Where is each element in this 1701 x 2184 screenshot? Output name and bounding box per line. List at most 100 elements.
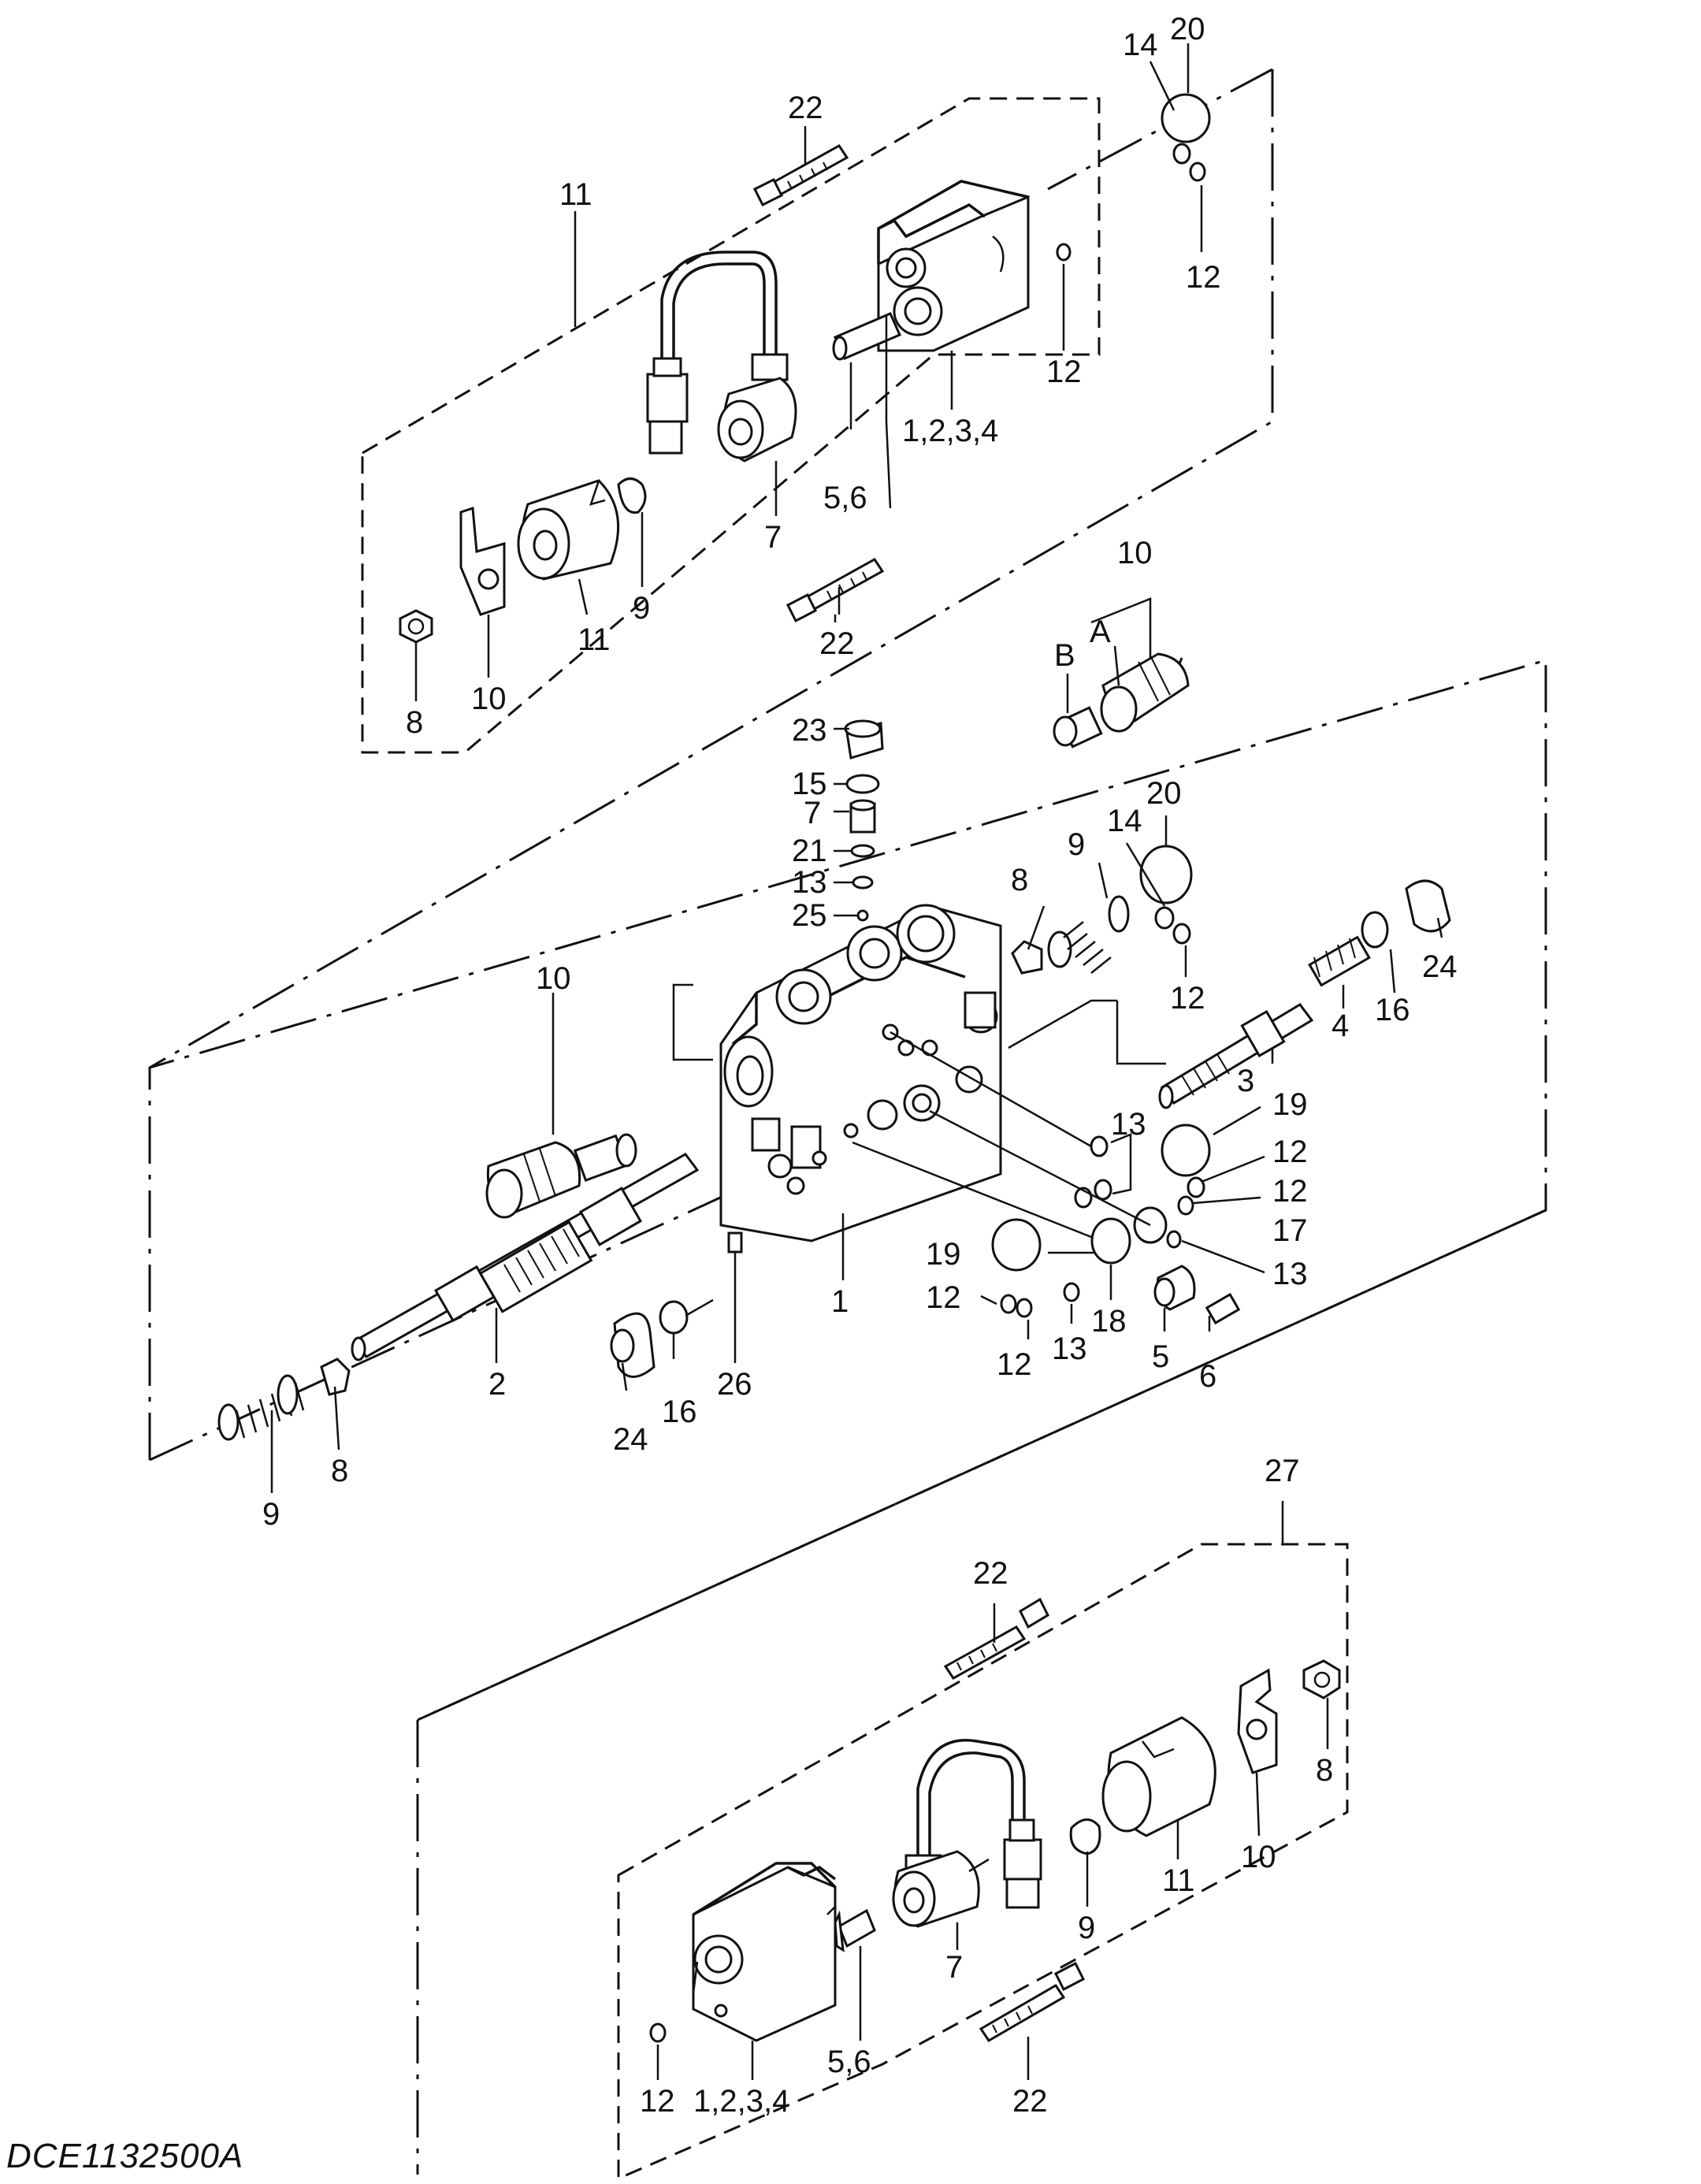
spring-9-right [1047,895,1130,974]
callout: 10 [471,682,507,716]
callout: 22 [819,626,855,661]
main-spool-2 [351,1153,700,1361]
callout: 6 [1199,1359,1216,1394]
callout: 13 [1111,1107,1146,1142]
callout: 4 [1331,1008,1349,1043]
callout: 9 [633,591,650,626]
callout: 26 [717,1367,752,1402]
callout: 22 [788,91,823,125]
callout: 12 [640,2084,675,2119]
top-plug-12 [1056,243,1071,262]
bottom-nut-8 [1302,1659,1341,1699]
callout: 1 [831,1284,849,1319]
callout: 7 [945,1950,963,1985]
callout: 11 [559,177,592,212]
callout: 24 [613,1422,648,1457]
callout: 19 [1272,1087,1308,1122]
callout: 16 [1375,993,1410,1027]
callout: 7 [804,796,821,830]
callout: 8 [1011,863,1028,897]
bottom-solenoid-assembly [617,1501,1349,2181]
callout: 21 [792,834,827,868]
callout: 10 [536,961,571,996]
callout: 14 [1107,804,1142,838]
top-bracket-10 [459,506,506,616]
callout: 3 [1237,1064,1254,1098]
callout: 20 [1170,12,1205,46]
seal-rings-right [991,1124,1211,1318]
bottom-harness [904,1739,1042,1909]
callout: 13 [1272,1257,1308,1291]
callout: 16 [662,1395,697,1429]
callout: B [1054,638,1075,673]
callout: 12 [1046,355,1082,389]
bottom-leaders [656,1501,1329,2080]
top-seal-9 [617,477,647,514]
callout: 19 [926,1237,961,1272]
callout: 12 [926,1280,961,1315]
callout: 12 [1272,1174,1308,1209]
callout: 5 [1152,1339,1169,1374]
bottom-plug-12 [649,2022,667,2043]
callout: 13 [1052,1332,1087,1366]
callout: 10 [1117,536,1153,570]
callout: 15 [792,767,827,801]
top-coil-7 [717,377,797,462]
top-nut-8 [399,609,433,644]
bottom-coil-7 [892,1850,980,1928]
fitting-5 [1153,1265,1196,1311]
callout: 18 [1091,1304,1127,1339]
spring-9-left [217,1374,305,1441]
fitting-6 [1205,1292,1241,1325]
top-oring-20 [1161,93,1211,143]
relief-valve-10-left [485,1133,637,1219]
callout: 12 [1186,260,1221,295]
oring-20-mid [1139,845,1193,904]
bottom-seal-9 [1069,1818,1101,1855]
callout: 22 [973,1556,1008,1591]
callout: 23 [792,713,827,748]
spool-3 [1158,1003,1314,1109]
callout: 7 [764,520,782,555]
callout: 9 [262,1497,280,1532]
group-11-outline [361,97,1101,754]
callout: 27 [1265,1454,1300,1488]
top-harness [646,251,789,455]
callout: 1,2,3,4 [902,414,998,448]
callout: 2 [488,1367,506,1402]
bottom-valve-block [692,1862,837,2042]
callout: 8 [331,1454,348,1488]
callout: 5,6 [827,2045,871,2079]
top-leaders [414,43,1203,701]
callout: 8 [406,705,423,740]
top-valve-block [877,180,1030,352]
drawing-code: DCE1132500A [6,2137,244,2175]
callout: 1,2,3,4 [693,2084,789,2119]
callout: 11 [1162,1863,1195,1898]
callout: 11 [578,622,611,657]
washer-8-left [320,1358,351,1396]
callout: 14 [1123,28,1158,62]
washer-8-top [1011,940,1043,975]
plug-stack [844,719,884,922]
bottom-bolt-22-bottom [979,1961,1086,2043]
top-bolt-22-lower [786,558,885,623]
top-ring-12 [1189,162,1206,182]
callout: 9 [1068,827,1085,862]
callout: 24 [1422,949,1458,984]
spring-4 [1308,935,1371,987]
bottom-spool [834,1908,876,1952]
top-ring-14 [1172,143,1191,165]
callout: 17 [1272,1213,1308,1248]
top-solenoid-assembly [361,43,1211,754]
callout: 8 [1316,1753,1333,1788]
bottom-bracket-10 [1237,1668,1278,1774]
callout: 10 [1241,1840,1276,1874]
relief-valve-10-top [1053,652,1190,748]
top-spool [832,312,901,361]
plug-24-left [610,1300,689,1378]
callout: 13 [792,865,827,900]
plug-24-right [1361,879,1451,949]
valve-body-1 [719,904,1002,1242]
